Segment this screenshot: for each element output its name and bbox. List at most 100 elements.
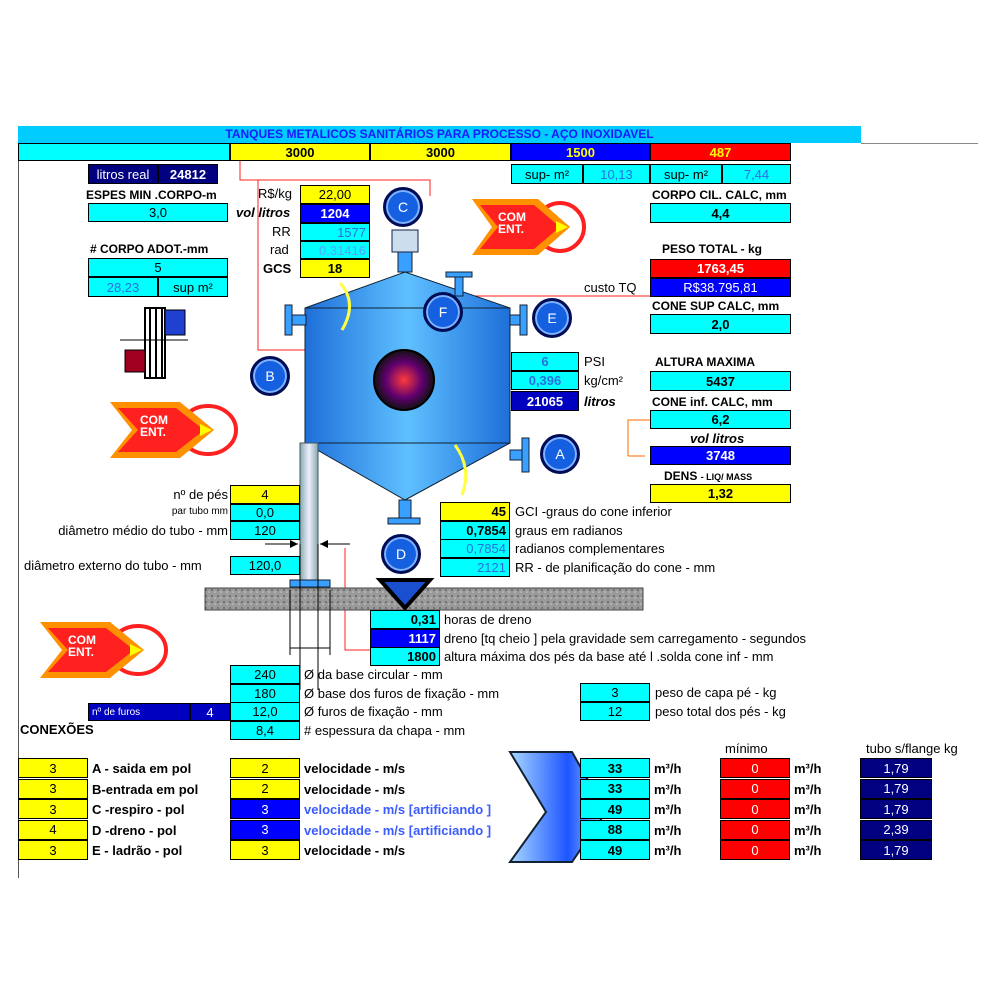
cone-label-3: RR - de planificação do cone - mm <box>515 559 716 575</box>
pes-label-2: diâmetro médio do tubo - mm <box>58 523 228 538</box>
conexao-pol-0[interactable]: 3 <box>18 758 88 778</box>
base-value-2[interactable]: 12,0 <box>230 702 300 722</box>
n-furos-label: nº de furos <box>88 703 190 721</box>
conexao-pol-2[interactable]: 3 <box>18 799 88 819</box>
peso-total-value[interactable]: 1763,45 <box>650 259 791 278</box>
pes-value-1[interactable]: 0,0 <box>230 504 300 521</box>
conexao-name-0: A - saida em pol <box>92 761 192 776</box>
corpo-adot-sup-value[interactable]: 28,23 <box>88 277 158 297</box>
conexao-kg-4[interactable]: 1,79 <box>860 840 932 860</box>
base-value-3[interactable]: 8,4 <box>230 721 300 741</box>
rad-label: rad <box>270 242 289 257</box>
nozzle-e-icon[interactable]: E <box>532 298 572 338</box>
dreno-value-1[interactable]: 1117 <box>370 628 440 648</box>
dreno-value-2[interactable]: 1800 <box>370 647 440 666</box>
conexao-unit-0: m³/h <box>654 761 682 776</box>
header-cell-2[interactable]: 3000 <box>370 143 511 161</box>
kgcm2-value[interactable]: 0,396 <box>511 371 579 390</box>
pes-value-2[interactable]: 120 <box>230 521 300 540</box>
corpo-cil-value[interactable]: 4,4 <box>650 203 791 223</box>
minimo-header: mínimo <box>725 741 768 756</box>
conexao-flow-0[interactable]: 33 <box>580 758 650 778</box>
conexao-unit-4: m³/h <box>654 843 682 858</box>
sup-m2-value-b[interactable]: 7,44 <box>722 164 791 184</box>
header-cell-1[interactable]: 3000 <box>230 143 370 161</box>
base-value-0[interactable]: 240 <box>230 665 300 684</box>
dens-value[interactable]: 1,32 <box>650 484 791 503</box>
conexao-min-3[interactable]: 0 <box>720 819 790 840</box>
cone-value-1[interactable]: 0,7854 <box>440 520 510 540</box>
n-furos-value[interactable]: 4 <box>190 703 230 721</box>
rad-value[interactable]: 0,31416 <box>300 241 370 259</box>
cone-value-0[interactable]: 45 <box>440 502 510 521</box>
diam-ext-value[interactable]: 120,0 <box>230 556 300 575</box>
conexao-min-unit-1: m³/h <box>794 781 822 797</box>
cone-sup-value[interactable]: 2,0 <box>650 314 791 334</box>
sup-m2-value-a[interactable]: 10,13 <box>583 164 650 184</box>
rs-kg-value[interactable]: 22,00 <box>300 185 370 204</box>
gcs-label: GCS <box>263 261 292 276</box>
espes-min-value[interactable]: 3,0 <box>88 203 228 222</box>
custo-tq-value[interactable]: R$38.795,81 <box>650 278 791 297</box>
conexao-kg-2[interactable]: 1,79 <box>860 799 932 819</box>
conexao-unit-2: m³/h <box>654 802 682 817</box>
conexao-flow-2[interactable]: 49 <box>580 799 650 819</box>
vol-litros2-label: vol litros <box>690 431 745 446</box>
conexao-vel-label-2: velocidade - m/s [artificiando ] <box>304 802 492 817</box>
conexao-pol-3[interactable]: 4 <box>18 819 88 840</box>
pes-label-0: nº de pés <box>173 487 228 502</box>
peso-pes-value[interactable]: 12 <box>580 702 650 721</box>
cone-value-2[interactable]: 0,7854 <box>440 539 510 558</box>
header-cell-4[interactable]: 487 <box>650 143 791 161</box>
nozzle-d-icon[interactable]: D <box>381 534 421 574</box>
psi-value[interactable]: 6 <box>511 352 579 371</box>
conexao-name-3: D -dreno - pol <box>92 822 177 838</box>
base-label-1: Ø base dos furos de fixação - mm <box>304 685 500 701</box>
nozzle-a-icon[interactable]: A <box>540 434 580 474</box>
cone-label-0: GCI -graus do cone inferior <box>515 504 672 519</box>
conexao-pol-4[interactable]: 3 <box>18 840 88 860</box>
conexao-kg-0[interactable]: 1,79 <box>860 758 932 778</box>
corpo-adot-value[interactable]: 5 <box>88 258 228 277</box>
nozzle-f-icon[interactable]: F <box>423 292 463 332</box>
conexao-kg-3[interactable]: 2,39 <box>860 819 932 840</box>
conexao-flow-1[interactable]: 33 <box>580 778 650 799</box>
cone-label-1: graus em radianos <box>515 522 623 538</box>
nozzle-c-icon[interactable]: C <box>383 187 423 227</box>
header-cell-3[interactable]: 1500 <box>511 143 650 161</box>
conexao-min-0[interactable]: 0 <box>720 758 790 778</box>
nozzle-b-icon[interactable]: B <box>250 356 290 396</box>
vol-litros2-value[interactable]: 3748 <box>650 446 791 465</box>
conexao-vel-1[interactable]: 2 <box>230 778 300 799</box>
conexao-min-2[interactable]: 0 <box>720 799 790 819</box>
conexao-min-1[interactable]: 0 <box>720 778 790 799</box>
conexao-vel-0[interactable]: 2 <box>230 758 300 778</box>
litros-real-value[interactable]: 24812 <box>158 164 218 184</box>
cone-value-3[interactable]: 2121 <box>440 557 510 577</box>
conexao-vel-label-0: velocidade - m/s <box>304 761 406 776</box>
conexao-kg-1[interactable]: 1,79 <box>860 778 932 799</box>
peso-capa-value[interactable]: 3 <box>580 683 650 702</box>
conexao-pol-1[interactable]: 3 <box>18 778 88 799</box>
conexao-flow-3[interactable]: 88 <box>580 819 650 840</box>
rr-label: RR <box>272 224 291 239</box>
rr-value[interactable]: 1577 <box>300 223 370 241</box>
conexao-vel-3[interactable]: 3 <box>230 819 300 840</box>
altura-max-value[interactable]: 5437 <box>650 371 791 391</box>
pes-value-0[interactable]: 4 <box>230 485 300 504</box>
litros-value[interactable]: 21065 <box>511 391 579 411</box>
conexao-vel-4[interactable]: 3 <box>230 840 300 860</box>
dreno-value-0[interactable]: 0,31 <box>370 610 440 629</box>
conexao-min-4[interactable]: 0 <box>720 840 790 860</box>
cone-inf-value[interactable]: 6,2 <box>650 410 791 429</box>
base-value-1[interactable]: 180 <box>230 683 300 703</box>
conexao-vel-2[interactable]: 3 <box>230 799 300 819</box>
vol-litros-value[interactable]: 1204 <box>300 204 370 223</box>
gcs-value[interactable]: 18 <box>300 259 370 278</box>
conexao-flow-4[interactable]: 49 <box>580 840 650 860</box>
